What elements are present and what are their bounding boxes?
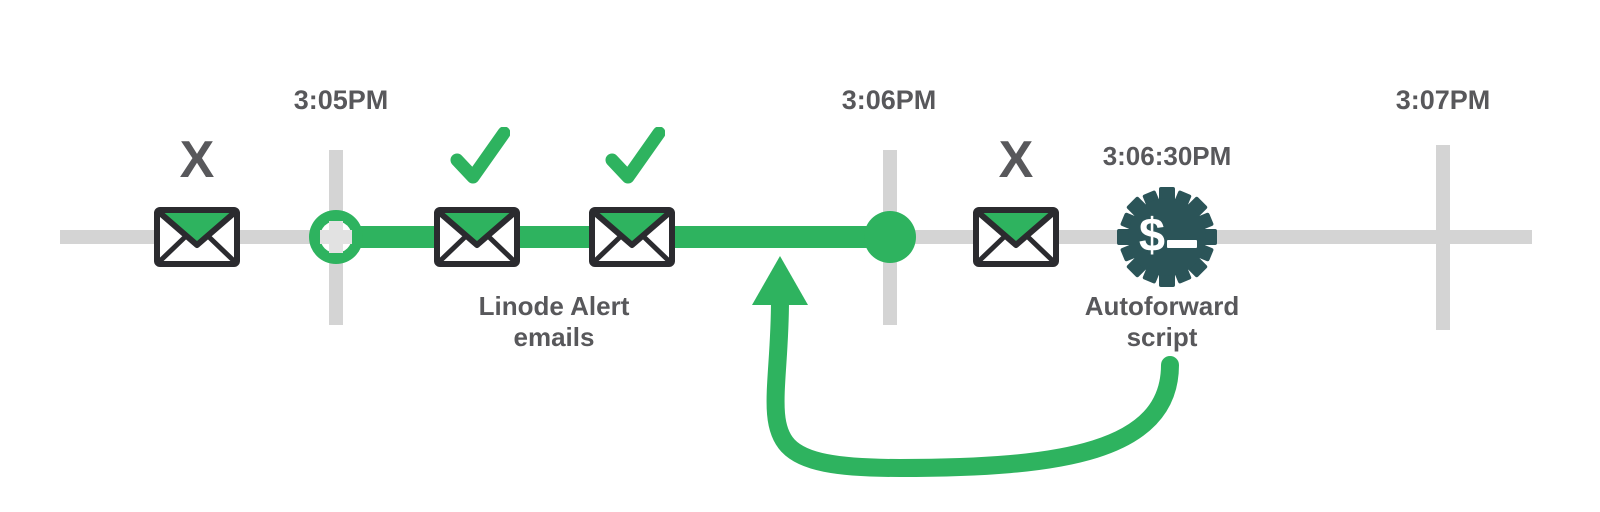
envelope-icon [437,210,517,264]
marker-ring-305 [309,210,363,264]
caption-script-line2: script [1127,322,1198,352]
caption-script-line1: Autoforward [1085,291,1240,321]
caption-alerts-line2: emails [514,322,595,352]
envelope-icon [976,210,1056,264]
annotation-script-time: 3:06:30PM [1103,141,1232,171]
axis-label-306: 3:06PM [842,85,937,115]
check-icon [612,133,659,177]
caption-alerts-line1: Linode Alert [479,291,630,321]
timeline-ticks [329,145,1450,330]
feedback-arrow [752,256,1179,478]
axis-label-307: 3:07PM [1396,85,1491,115]
tick-mark-307 [1436,145,1450,330]
envelope-icon [592,210,672,264]
gear-dollar-icon [1117,187,1217,287]
marker-dot-306 [864,211,916,263]
axis-label-305: 3:05PM [294,85,389,115]
status-x-mark-1: X [180,131,215,189]
status-x-mark-2: X [999,131,1034,189]
check-icon [457,133,504,177]
envelope-icon [157,210,237,264]
